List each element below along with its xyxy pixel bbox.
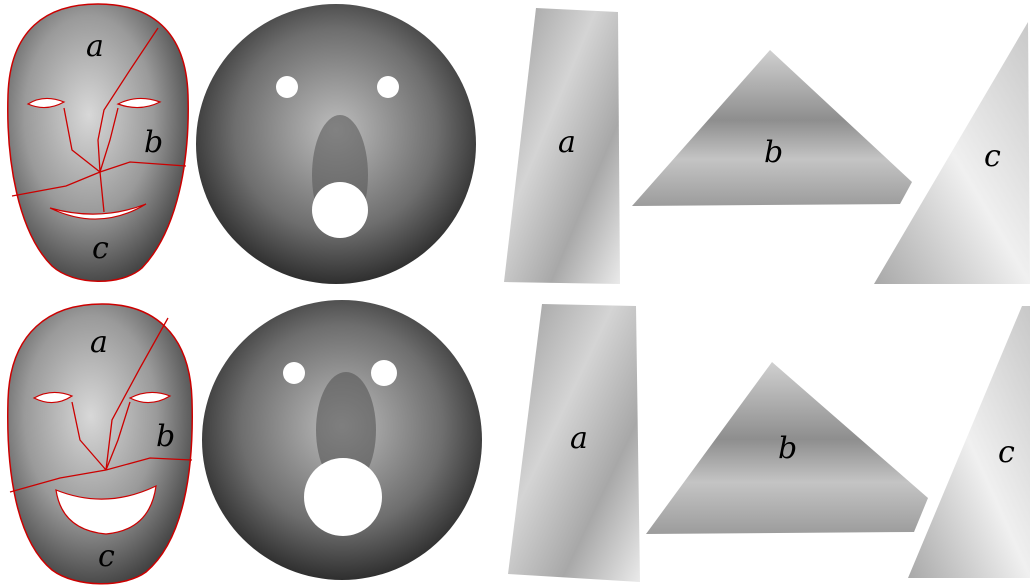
patch-label-a: a <box>558 125 576 160</box>
patch-c-top: c <box>874 22 1030 284</box>
patch-a-top: a <box>504 8 620 284</box>
patch-label-c: c <box>984 139 1001 174</box>
face-label-c: c <box>98 539 115 574</box>
eye-hole-right <box>371 360 397 386</box>
row-bottom: a b c a b c <box>8 300 1030 584</box>
patch-a-bottom: a <box>508 304 640 582</box>
face-label-b: b <box>144 125 163 160</box>
face-label-a: a <box>90 325 108 360</box>
face-label-a: a <box>86 29 104 64</box>
patch-b-top: b <box>632 50 912 206</box>
row-top: a b c a b c <box>8 4 1030 284</box>
disc-parameterization-bottom <box>202 300 482 580</box>
patch-label-a: a <box>570 421 588 456</box>
mouth-hole <box>304 458 382 536</box>
face-label-b: b <box>156 419 175 454</box>
patch-label-c: c <box>998 435 1015 470</box>
patch-label-b: b <box>778 431 797 466</box>
mouth-hole <box>312 182 368 238</box>
disc-parameterization-top <box>196 4 476 284</box>
face-label-c: c <box>92 231 109 266</box>
face-mesh-bottom: a b c <box>8 304 192 584</box>
eye-hole-left <box>276 76 298 98</box>
face-mesh-top: a b c <box>8 4 188 281</box>
patch-label-b: b <box>764 135 783 170</box>
patch-b-bottom: b <box>646 362 928 534</box>
eye-hole-left <box>283 362 305 384</box>
patch-c-bottom: c <box>908 306 1030 578</box>
eye-hole-right <box>377 76 399 98</box>
